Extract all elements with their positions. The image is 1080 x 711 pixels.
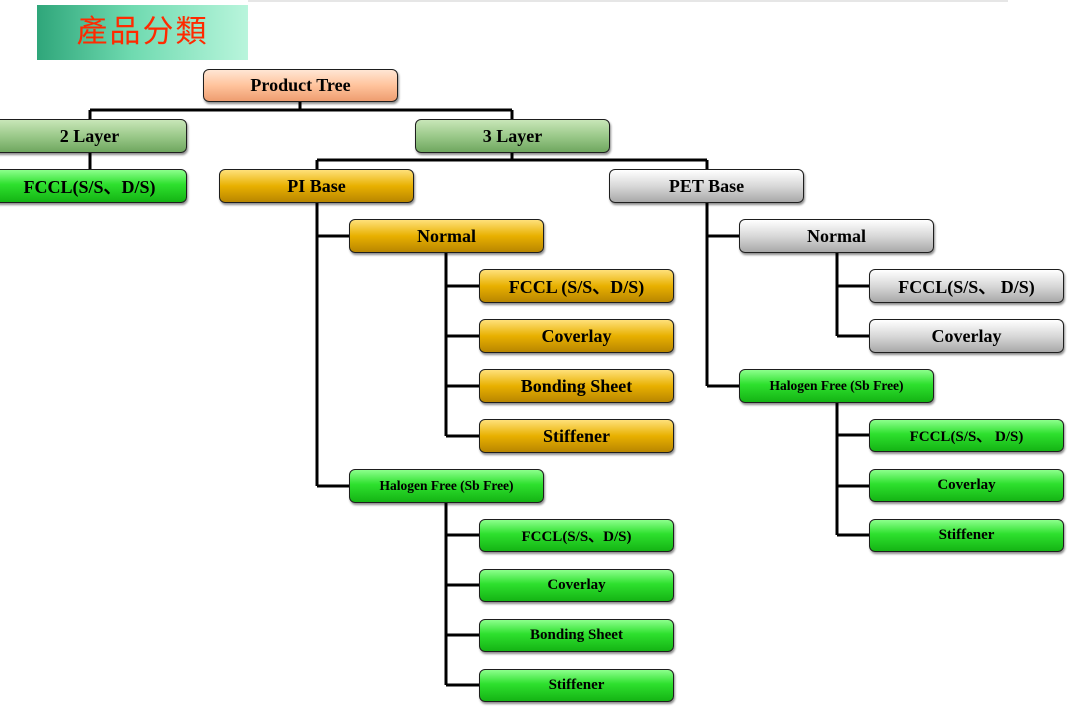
node-pet-halogen-coverlay: Coverlay [869, 469, 1064, 502]
connector-pet-halogen [835, 402, 869, 537]
node-pet-halogen-fccl: FCCL(S/S、 D/S) [869, 419, 1064, 452]
node-product-tree: Product Tree [203, 69, 398, 102]
node-pet-normal-fccl: FCCL(S/S、 D/S) [869, 269, 1064, 303]
node-pet-halogen-stiffener: Stiffener [869, 519, 1064, 552]
node-pi-normal-stiffener: Stiffener [479, 419, 674, 453]
connector-pet-base [705, 203, 739, 388]
node-pi-normal: Normal [349, 219, 544, 253]
node-pet-halogen-free: Halogen Free (Sb Free) [739, 369, 934, 403]
connector-pi-halogen [444, 502, 479, 687]
node-pi-halogen-free: Halogen Free (Sb Free) [349, 469, 544, 503]
node-2-layer: 2 Layer [0, 119, 187, 153]
node-pet-base: PET Base [609, 169, 804, 203]
node-pi-base: PI Base [219, 169, 414, 203]
node-pi-normal-coverlay: Coverlay [479, 319, 674, 353]
connector-layer3 [315, 153, 709, 169]
connector-pi-base [315, 203, 349, 488]
node-pi-normal-fccl: FCCL (S/S、D/S) [479, 269, 674, 303]
connector-root [88, 102, 514, 119]
connector-pet-normal [835, 252, 869, 338]
node-pi-halogen-fccl: FCCL(S/S、D/S) [479, 519, 674, 552]
connector-pi-normal [444, 252, 479, 438]
top-rule [248, 0, 1008, 2]
node-3-layer: 3 Layer [415, 119, 610, 153]
node-pet-normal-coverlay: Coverlay [869, 319, 1064, 353]
node-pi-halogen-coverlay: Coverlay [479, 569, 674, 602]
node-pi-halogen-stiffener: Stiffener [479, 669, 674, 702]
node-pet-normal: Normal [739, 219, 934, 253]
node-pi-normal-bonding-sheet: Bonding Sheet [479, 369, 674, 403]
page-title: 產品分類 [37, 5, 248, 60]
node-2-layer-fccl: FCCL(S/S、D/S) [0, 169, 187, 203]
node-pi-halogen-bonding-sheet: Bonding Sheet [479, 619, 674, 652]
